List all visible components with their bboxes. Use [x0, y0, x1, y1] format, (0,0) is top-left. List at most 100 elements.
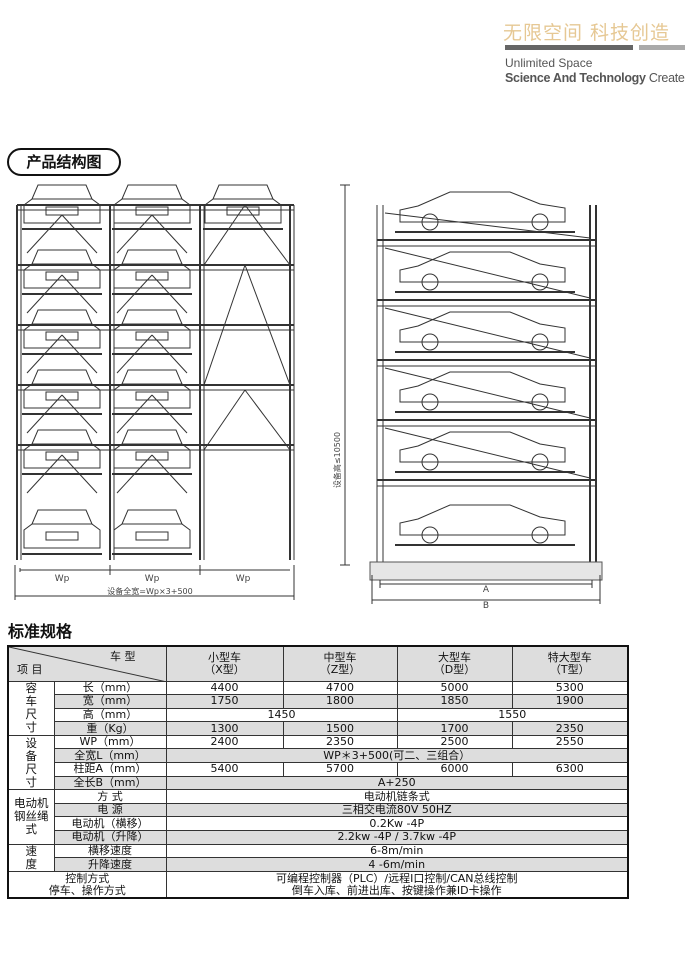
col-d-name: 大型车	[438, 650, 471, 664]
group-car: 容车尺寸	[7, 680, 55, 736]
cell: 1900	[511, 694, 629, 709]
cell: 1450	[165, 707, 398, 723]
structure-drawing: Wp Wp Wp 设备全宽=Wp×3+500 设备高≤10500 A B	[14, 184, 603, 610]
car-side	[399, 504, 566, 536]
car-grille	[135, 531, 169, 541]
brand-slogan-cn: 无限空间 科技创造	[503, 22, 671, 44]
brace	[244, 204, 291, 266]
wheel	[421, 526, 439, 544]
brand-line2-bold: Science And Technology	[505, 71, 646, 85]
wheel	[421, 273, 439, 291]
table-row: 电动机钢丝绳式 方 式电动机链条式	[7, 789, 629, 845]
cell: 2350	[282, 734, 398, 750]
brace	[61, 334, 98, 374]
car-grille	[45, 531, 79, 541]
cell: 6000	[396, 762, 513, 777]
wheel	[421, 213, 439, 231]
cell: 5300	[511, 680, 629, 696]
car-front	[23, 309, 101, 349]
car-front	[23, 249, 101, 289]
car-grille	[45, 271, 79, 281]
spec-table: 车 型 项 目 小型车（X型） 中型车（Z型） 大型车（D型） 特大型车（T型）…	[7, 645, 629, 900]
brace	[203, 389, 246, 451]
dim-a-label: A	[483, 585, 490, 595]
car-front	[113, 369, 191, 409]
col-x-name: 小型车	[208, 650, 241, 664]
brand-line2: Science And Technology Create	[505, 71, 685, 85]
car-front	[113, 249, 191, 289]
cell: 1300	[165, 721, 284, 736]
brand-line2-rest: Create	[648, 71, 685, 85]
section-title-structure: 产品结构图	[7, 148, 121, 176]
car-grille	[135, 206, 169, 216]
car-grille	[226, 206, 260, 216]
brace	[26, 454, 63, 494]
brace	[203, 204, 246, 266]
corner-top: 车 型	[110, 650, 136, 663]
wheel	[531, 453, 549, 471]
wp-label-2: Wp	[145, 574, 160, 584]
brace	[116, 334, 153, 374]
brace	[244, 389, 291, 451]
table-row: 电 源三相交电流80V 50HZ	[8, 802, 629, 818]
group-speed: 速度	[7, 843, 55, 872]
cell: 电动机链条式	[165, 789, 629, 804]
wheel	[421, 453, 439, 471]
cell-control: 可编程控制器（PLC）/远程I口控制/CAN总线控制倒车入库、前进出库、按键操作…	[165, 870, 629, 899]
car-grille	[135, 451, 169, 461]
ground-slab	[369, 561, 603, 581]
brace	[26, 214, 63, 254]
brace	[61, 274, 98, 314]
brace	[116, 274, 153, 314]
brace	[61, 394, 98, 434]
car-grille	[45, 206, 79, 216]
cell: 2550	[511, 734, 629, 750]
front-view	[14, 184, 295, 600]
row-label: 方 式	[53, 789, 167, 804]
wheel	[531, 333, 549, 351]
car-front	[23, 369, 101, 409]
car-front	[113, 509, 191, 549]
group-equip: 设备尺寸	[7, 734, 55, 791]
cell: 4 -6m/min	[165, 857, 629, 872]
cell: 三相交电流80V 50HZ	[165, 802, 629, 818]
operation-label: 停车、操作方式	[48, 883, 126, 897]
car-front	[23, 184, 101, 224]
row-label-control: 控制方式停车、操作方式	[7, 870, 167, 899]
row-label: 电动机（横移）	[53, 816, 167, 832]
group-motor: 电动机钢丝绳式	[7, 789, 55, 845]
brace	[61, 454, 98, 494]
row-label: 全长B（mm）	[53, 775, 167, 791]
row-label: 升降速度	[53, 857, 167, 872]
cell: 5000	[396, 680, 513, 696]
cell: 6-8m/min	[165, 843, 629, 859]
brace	[151, 274, 188, 314]
total-width-label: 设备全宽=Wp×3+500	[107, 586, 192, 596]
cell: 1500	[282, 721, 398, 736]
cell: 4400	[165, 680, 284, 696]
row-label: 电 源	[53, 802, 167, 818]
car-front	[113, 184, 191, 224]
car-side	[399, 431, 566, 463]
wp-label-1: Wp	[55, 574, 70, 584]
cell: 2500	[396, 734, 513, 750]
col-t: 特大型车（T型）	[511, 645, 629, 682]
row-label: 重（Kg）	[53, 721, 167, 736]
operation-value: 倒车入库、前进出库、按键操作兼ID卡操作	[291, 883, 502, 897]
car-side	[399, 371, 566, 403]
row-label: 宽（mm）	[53, 694, 167, 709]
col-z-name: 中型车	[323, 650, 357, 664]
row-label: WP（mm）	[53, 734, 167, 750]
section-title-specs: 标准规格	[8, 622, 73, 641]
row-label: 全宽L（mm）	[53, 748, 167, 764]
side-view	[340, 184, 603, 604]
table-row: 全宽L（mm）WP＊3+500(可二、三组合）	[8, 748, 629, 764]
col-x-type: （X型）	[204, 662, 245, 676]
wheel	[531, 393, 549, 411]
cell: 0.2Kw -4P	[165, 816, 629, 832]
table-row: 控制方式停车、操作方式 可编程控制器（PLC）/远程I口控制/CAN总线控制倒车…	[7, 870, 629, 899]
row-label: 长（mm）	[53, 680, 167, 696]
